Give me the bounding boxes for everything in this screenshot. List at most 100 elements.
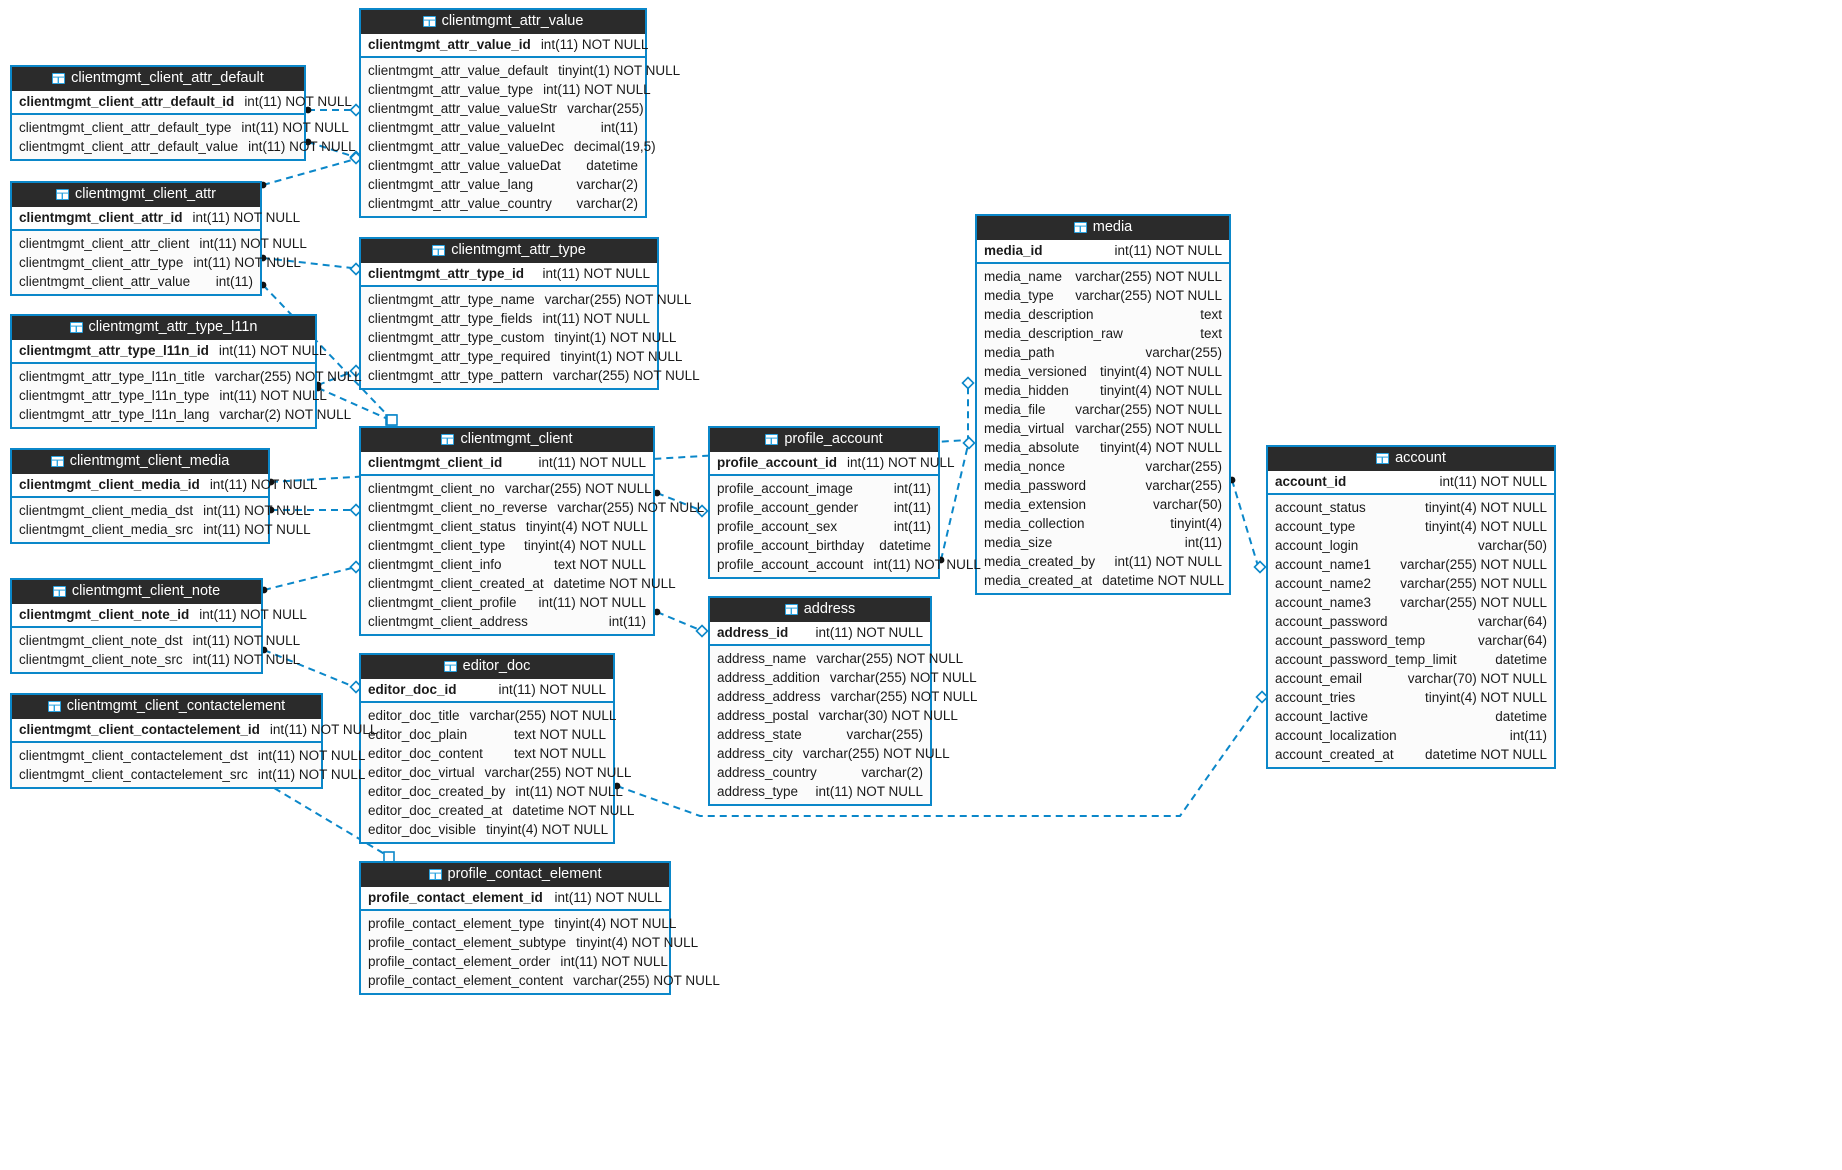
column-row[interactable]: clientmgmt_client_typetinyint(4) NOT NUL… [361,536,653,555]
column-row[interactable]: clientmgmt_client_addressint(11) [361,612,653,631]
entity-editor_doc[interactable]: editor_doceditor_doc_idint(11) NOT NULLe… [359,653,634,844]
column-row[interactable]: address_additionvarchar(255) NOT NULL [710,668,977,687]
column-row[interactable]: clientmgmt_client_statustinyint(4) NOT N… [361,517,653,536]
column-row[interactable]: media_namevarchar(255) NOT NULL [977,267,1229,286]
column-row[interactable]: editor_doc_visibletinyint(4) NOT NULL [361,820,613,839]
column-row[interactable]: editor_doc_created_byint(11) NOT NULL [361,782,623,801]
column-row[interactable]: media_descriptiontext [977,305,1229,324]
primary-key-row[interactable]: clientmgmt_client_contactelement_idint(1… [12,719,377,743]
column-row[interactable]: address_statevarchar(255) [710,725,930,744]
column-row[interactable]: clientmgmt_attr_value_defaulttinyint(1) … [361,61,680,80]
entity-clientmgmt_client_media[interactable]: clientmgmt_client_mediaclientmgmt_client… [10,448,317,544]
column-row[interactable]: address_countryvarchar(2) [710,763,930,782]
column-row[interactable]: editor_doc_contenttext NOT NULL [361,744,613,763]
primary-key-row[interactable]: profile_contact_element_idint(11) NOT NU… [361,887,669,911]
primary-key-row[interactable]: clientmgmt_attr_value_idint(11) NOT NULL [361,34,648,58]
primary-key-row[interactable]: clientmgmt_client_attr_idint(11) NOT NUL… [12,207,300,231]
column-row[interactable]: clientmgmt_attr_type_requiredtinyint(1) … [361,347,682,366]
primary-key-row[interactable]: clientmgmt_attr_type_l11n_idint(11) NOT … [12,340,326,364]
column-row[interactable]: clientmgmt_client_created_atdatetime NOT… [361,574,676,593]
column-row[interactable]: media_typevarchar(255) NOT NULL [977,286,1229,305]
column-row[interactable]: editor_doc_titlevarchar(255) NOT NULL [361,706,616,725]
primary-key-row[interactable]: media_idint(11) NOT NULL [977,240,1229,264]
entity-clientmgmt_client_contactelement[interactable]: clientmgmt_client_contactelementclientmg… [10,693,377,789]
column-row[interactable]: media_hiddentinyint(4) NOT NULL [977,381,1229,400]
column-row[interactable]: profile_account_sexint(11) [710,517,938,536]
column-row[interactable]: address_namevarchar(255) NOT NULL [710,649,963,668]
column-row[interactable]: account_triestinyint(4) NOT NULL [1268,688,1554,707]
column-row[interactable]: profile_contact_element_contentvarchar(2… [361,971,720,990]
column-row[interactable]: profile_contact_element_typetinyint(4) N… [361,914,676,933]
column-row[interactable]: clientmgmt_attr_value_valueStrvarchar(25… [361,99,645,118]
column-row[interactable]: clientmgmt_client_media_srcint(11) NOT N… [12,520,311,539]
column-row[interactable]: account_name1varchar(255) NOT NULL [1268,555,1554,574]
column-row[interactable]: clientmgmt_client_attr_default_valueint(… [12,137,356,156]
entity-profile_account[interactable]: profile_accountprofile_account_idint(11)… [708,426,981,579]
column-row[interactable]: clientmgmt_client_attr_clientint(11) NOT… [12,234,307,253]
entity-profile_contact_element[interactable]: profile_contact_elementprofile_contact_e… [359,861,720,995]
primary-key-row[interactable]: clientmgmt_client_attr_default_idint(11)… [12,91,352,115]
entity-address[interactable]: addressaddress_idint(11) NOT NULLaddress… [708,596,977,806]
column-row[interactable]: clientmgmt_client_no_reversevarchar(255)… [361,498,704,517]
column-row[interactable]: clientmgmt_client_media_dstint(11) NOT N… [12,501,311,520]
entity-media[interactable]: mediamedia_idint(11) NOT NULLmedia_namev… [975,214,1231,595]
column-row[interactable]: media_versionedtinyint(4) NOT NULL [977,362,1229,381]
column-row[interactable]: profile_contact_element_subtypetinyint(4… [361,933,698,952]
column-row[interactable]: clientmgmt_client_novarchar(255) NOT NUL… [361,479,653,498]
column-row[interactable]: account_created_atdatetime NOT NULL [1268,745,1554,764]
column-row[interactable]: editor_doc_virtualvarchar(255) NOT NULL [361,763,631,782]
column-row[interactable]: account_password_tempvarchar(64) [1268,631,1554,650]
primary-key-row[interactable]: clientmgmt_attr_type_idint(11) NOT NULL [361,263,657,287]
entity-clientmgmt_client_attr_default[interactable]: clientmgmt_client_attr_defaultclientmgmt… [10,65,356,161]
column-row[interactable]: address_postalvarchar(30) NOT NULL [710,706,958,725]
column-row[interactable]: account_passwordvarchar(64) [1268,612,1554,631]
column-row[interactable]: clientmgmt_attr_value_valueDatdatetime [361,156,645,175]
primary-key-row[interactable]: clientmgmt_client_media_idint(11) NOT NU… [12,474,317,498]
column-row[interactable]: media_virtualvarchar(255) NOT NULL [977,419,1229,438]
column-row[interactable]: media_sizeint(11) [977,533,1229,552]
column-row[interactable]: account_emailvarchar(70) NOT NULL [1268,669,1554,688]
column-row[interactable]: clientmgmt_attr_type_namevarchar(255) NO… [361,290,691,309]
column-row[interactable]: clientmgmt_client_contactelement_dstint(… [12,746,365,765]
column-row[interactable]: address_addressvarchar(255) NOT NULL [710,687,977,706]
column-row[interactable]: address_cityvarchar(255) NOT NULL [710,744,950,763]
column-row[interactable]: clientmgmt_attr_type_customtinyint(1) NO… [361,328,676,347]
column-row[interactable]: clientmgmt_client_attr_valueint(11) [12,272,260,291]
column-row[interactable]: profile_contact_element_orderint(11) NOT… [361,952,669,971]
column-row[interactable]: clientmgmt_client_attr_default_typeint(1… [12,118,349,137]
column-row[interactable]: clientmgmt_attr_type_l11n_langvarchar(2)… [12,405,351,424]
column-row[interactable]: account_name3varchar(255) NOT NULL [1268,593,1554,612]
column-row[interactable]: media_created_byint(11) NOT NULL [977,552,1229,571]
column-row[interactable]: clientmgmt_attr_type_l11n_typeint(11) NO… [12,386,327,405]
entity-clientmgmt_attr_value[interactable]: clientmgmt_attr_valueclientmgmt_attr_val… [359,8,680,218]
column-row[interactable]: media_noncevarchar(255) [977,457,1229,476]
column-row[interactable]: clientmgmt_client_infotext NOT NULL [361,555,653,574]
column-row[interactable]: media_pathvarchar(255) [977,343,1229,362]
column-row[interactable]: clientmgmt_attr_value_langvarchar(2) [361,175,645,194]
column-row[interactable]: media_passwordvarchar(255) [977,476,1229,495]
column-row[interactable]: clientmgmt_attr_value_countryvarchar(2) [361,194,645,213]
column-row[interactable]: media_description_rawtext [977,324,1229,343]
column-row[interactable]: profile_account_genderint(11) [710,498,938,517]
column-row[interactable]: clientmgmt_client_attr_typeint(11) NOT N… [12,253,301,272]
column-row[interactable]: profile_account_imageint(11) [710,479,938,498]
column-row[interactable]: clientmgmt_attr_type_fieldsint(11) NOT N… [361,309,657,328]
primary-key-row[interactable]: account_idint(11) NOT NULL [1268,471,1554,495]
column-row[interactable]: clientmgmt_attr_value_valueIntint(11) [361,118,645,137]
column-row[interactable]: clientmgmt_attr_type_patternvarchar(255)… [361,366,700,385]
column-row[interactable]: account_name2varchar(255) NOT NULL [1268,574,1554,593]
column-row[interactable]: address_typeint(11) NOT NULL [710,782,930,801]
column-row[interactable]: media_filevarchar(255) NOT NULL [977,400,1229,419]
column-row[interactable]: editor_doc_created_atdatetime NOT NULL [361,801,634,820]
column-row[interactable]: account_loginvarchar(50) [1268,536,1554,555]
column-row[interactable]: editor_doc_plaintext NOT NULL [361,725,613,744]
column-row[interactable]: clientmgmt_client_note_srcint(11) NOT NU… [12,650,300,669]
column-row[interactable]: clientmgmt_attr_type_l11n_titlevarchar(2… [12,367,362,386]
column-row[interactable]: account_lactivedatetime [1268,707,1554,726]
entity-account[interactable]: accountaccount_idint(11) NOT NULLaccount… [1266,445,1556,769]
column-row[interactable]: media_created_atdatetime NOT NULL [977,571,1229,590]
entity-clientmgmt_client_note[interactable]: clientmgmt_client_noteclientmgmt_client_… [10,578,307,674]
entity-clientmgmt_attr_type[interactable]: clientmgmt_attr_typeclientmgmt_attr_type… [359,237,700,390]
column-row[interactable]: account_typetinyint(4) NOT NULL [1268,517,1554,536]
column-row[interactable]: clientmgmt_client_contactelement_srcint(… [12,765,365,784]
